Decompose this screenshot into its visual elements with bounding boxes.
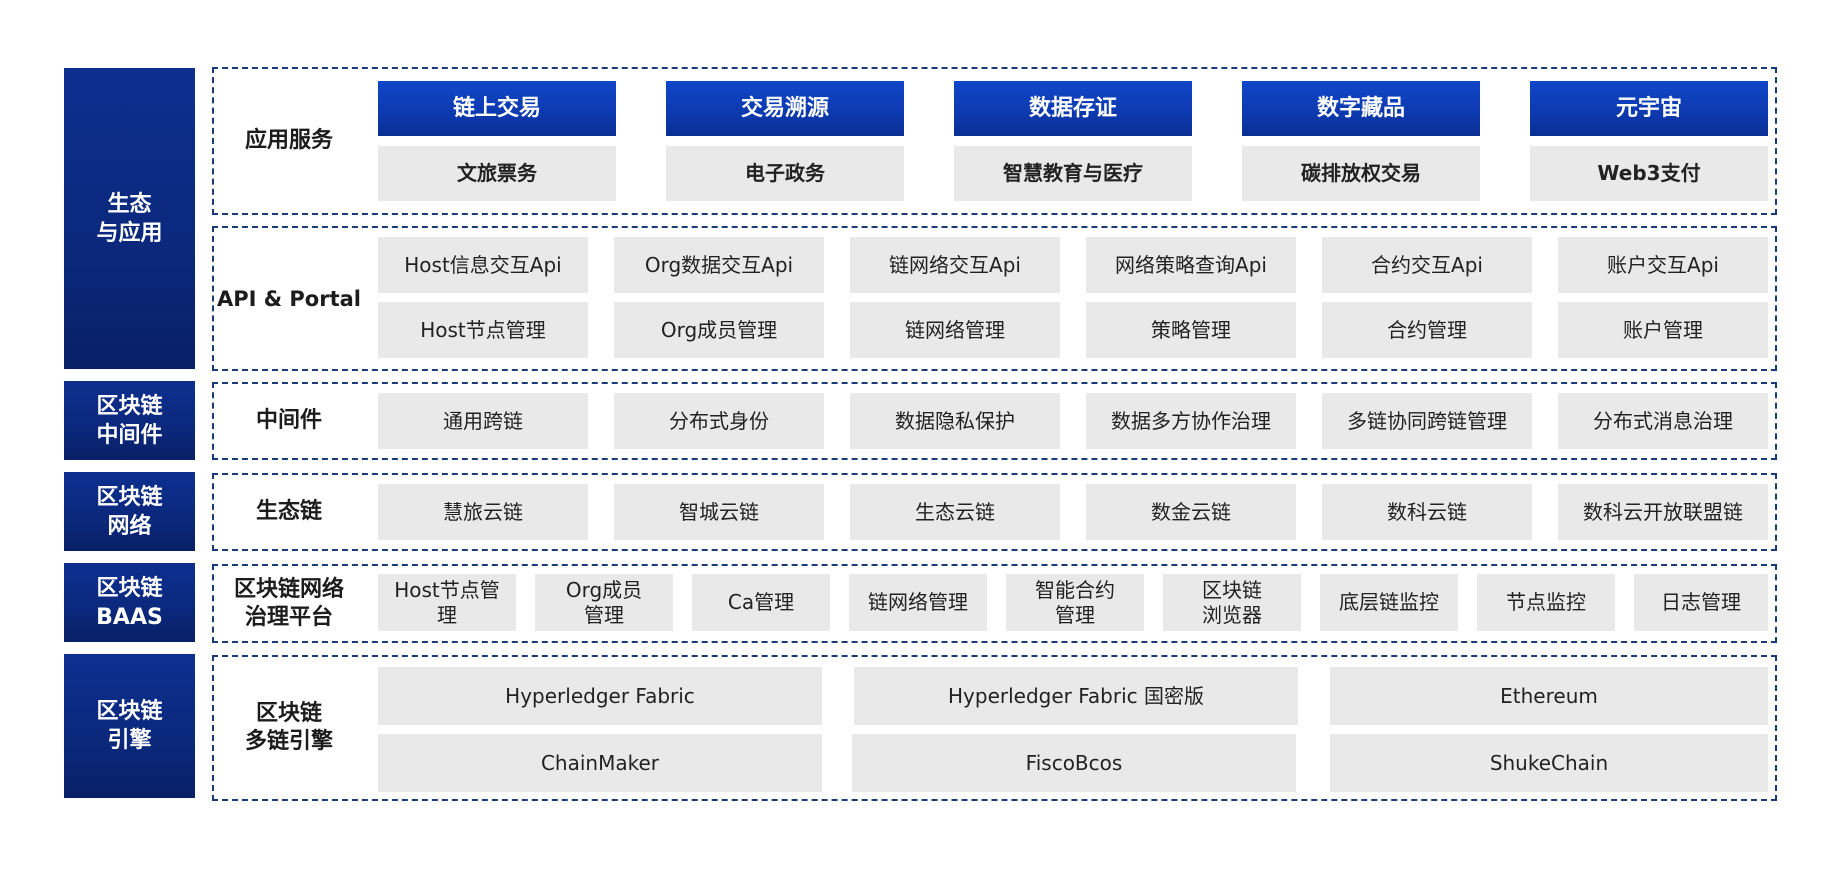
section-eco-chain: 生态链 慧旅云链 智城云链 生态云链 数金云链 数科云链 数科云开放联盟链 [212,473,1777,551]
section-api-portal: API & Portal Host信息交互Api Org数据交互Api 链网络交… [212,226,1777,371]
governance-item-7: 底层链监控 [1320,574,1458,631]
section-engine: 区块链 多链引擎 Hyperledger Fabric Hyperledger … [212,655,1777,801]
middleware-item-1: 通用跨链 [378,393,588,449]
engine-item-5: FiscoBcos [852,734,1296,792]
app-service-bottom-2: 电子政务 [666,146,904,201]
portal-item-2: Org成员管理 [614,302,824,358]
governance-item-2: Org成员 管理 [535,574,673,631]
portal-item-3: 链网络管理 [850,302,1060,358]
section-app-services: 应用服务 链上交易 交易溯源 数据存证 数字藏品 元宇宙 文旅票务 电子政务 智… [212,67,1777,215]
governance-item-4: 链网络管理 [849,574,987,631]
api-item-5: 合约交互Api [1322,237,1532,293]
app-service-bottom-4: 碳排放权交易 [1242,146,1480,201]
eco-chain-item-1: 慧旅云链 [378,484,588,540]
app-service-top-1: 链上交易 [378,81,616,136]
app-service-bottom-1: 文旅票务 [378,146,616,201]
section-title-middleware: 中间件 [255,408,322,433]
app-service-bottom-5: Web3支付 [1530,146,1768,201]
layer-label-engine: 区块链 引擎 [64,654,195,798]
eco-chain-item-2: 智城云链 [614,484,824,540]
layer-label-middleware: 区块链 中间件 [64,381,195,460]
layer-label-network: 区块链 网络 [64,472,195,551]
app-service-top-4: 数字藏品 [1242,81,1480,136]
layer-label-ecosystem-app: 生态 与应用 [64,68,195,369]
middleware-item-4: 数据多方协作治理 [1086,393,1296,449]
section-title-app-services: 应用服务 [244,128,333,153]
eco-chain-item-5: 数科云链 [1322,484,1532,540]
governance-item-3: Ca管理 [692,574,830,631]
api-item-2: Org数据交互Api [614,237,824,293]
api-item-1: Host信息交互Api [378,237,588,293]
section-middleware: 中间件 通用跨链 分布式身份 数据隐私保护 数据多方协作治理 多链协同跨链管理 … [212,382,1777,460]
portal-item-5: 合约管理 [1322,302,1532,358]
api-item-6: 账户交互Api [1558,237,1768,293]
governance-item-9: 日志管理 [1634,574,1768,631]
section-title-governance: 区块链网络 治理平台 [233,576,344,630]
governance-item-1: Host节点管 理 [378,574,516,631]
api-item-3: 链网络交互Api [850,237,1060,293]
portal-item-1: Host节点管理 [378,302,588,358]
eco-chain-item-6: 数科云开放联盟链 [1558,484,1768,540]
eco-chain-item-3: 生态云链 [850,484,1060,540]
engine-item-1: Hyperledger Fabric [378,667,822,725]
api-item-4: 网络策略查询Api [1086,237,1296,293]
portal-item-4: 策略管理 [1086,302,1296,358]
engine-item-2: Hyperledger Fabric 国密版 [854,667,1298,725]
eco-chain-item-4: 数金云链 [1086,484,1296,540]
governance-item-8: 节点监控 [1477,574,1615,631]
section-title-api-portal: API & Portal [217,286,361,311]
engine-item-4: ChainMaker [378,734,822,792]
middleware-item-5: 多链协同跨链管理 [1322,393,1532,449]
middleware-item-3: 数据隐私保护 [850,393,1060,449]
governance-item-6: 区块链 浏览器 [1163,574,1301,631]
engine-item-6: ShukeChain [1330,734,1768,792]
engine-item-3: Ethereum [1330,667,1768,725]
layer-label-baas: 区块链 BAAS [64,563,195,642]
app-service-top-2: 交易溯源 [666,81,904,136]
section-title-eco-chain: 生态链 [255,499,322,524]
middleware-item-2: 分布式身份 [614,393,824,449]
app-service-top-3: 数据存证 [954,81,1192,136]
portal-item-6: 账户管理 [1558,302,1768,358]
middleware-item-6: 分布式消息治理 [1558,393,1768,449]
section-governance: 区块链网络 治理平台 Host节点管 理 Org成员 管理 Ca管理 链网络管理… [212,564,1777,643]
section-title-engine: 区块链 多链引擎 [244,701,333,754]
governance-item-5: 智能合约 管理 [1006,574,1144,631]
app-service-top-5: 元宇宙 [1530,81,1768,136]
app-service-bottom-3: 智慧教育与医疗 [954,146,1192,201]
